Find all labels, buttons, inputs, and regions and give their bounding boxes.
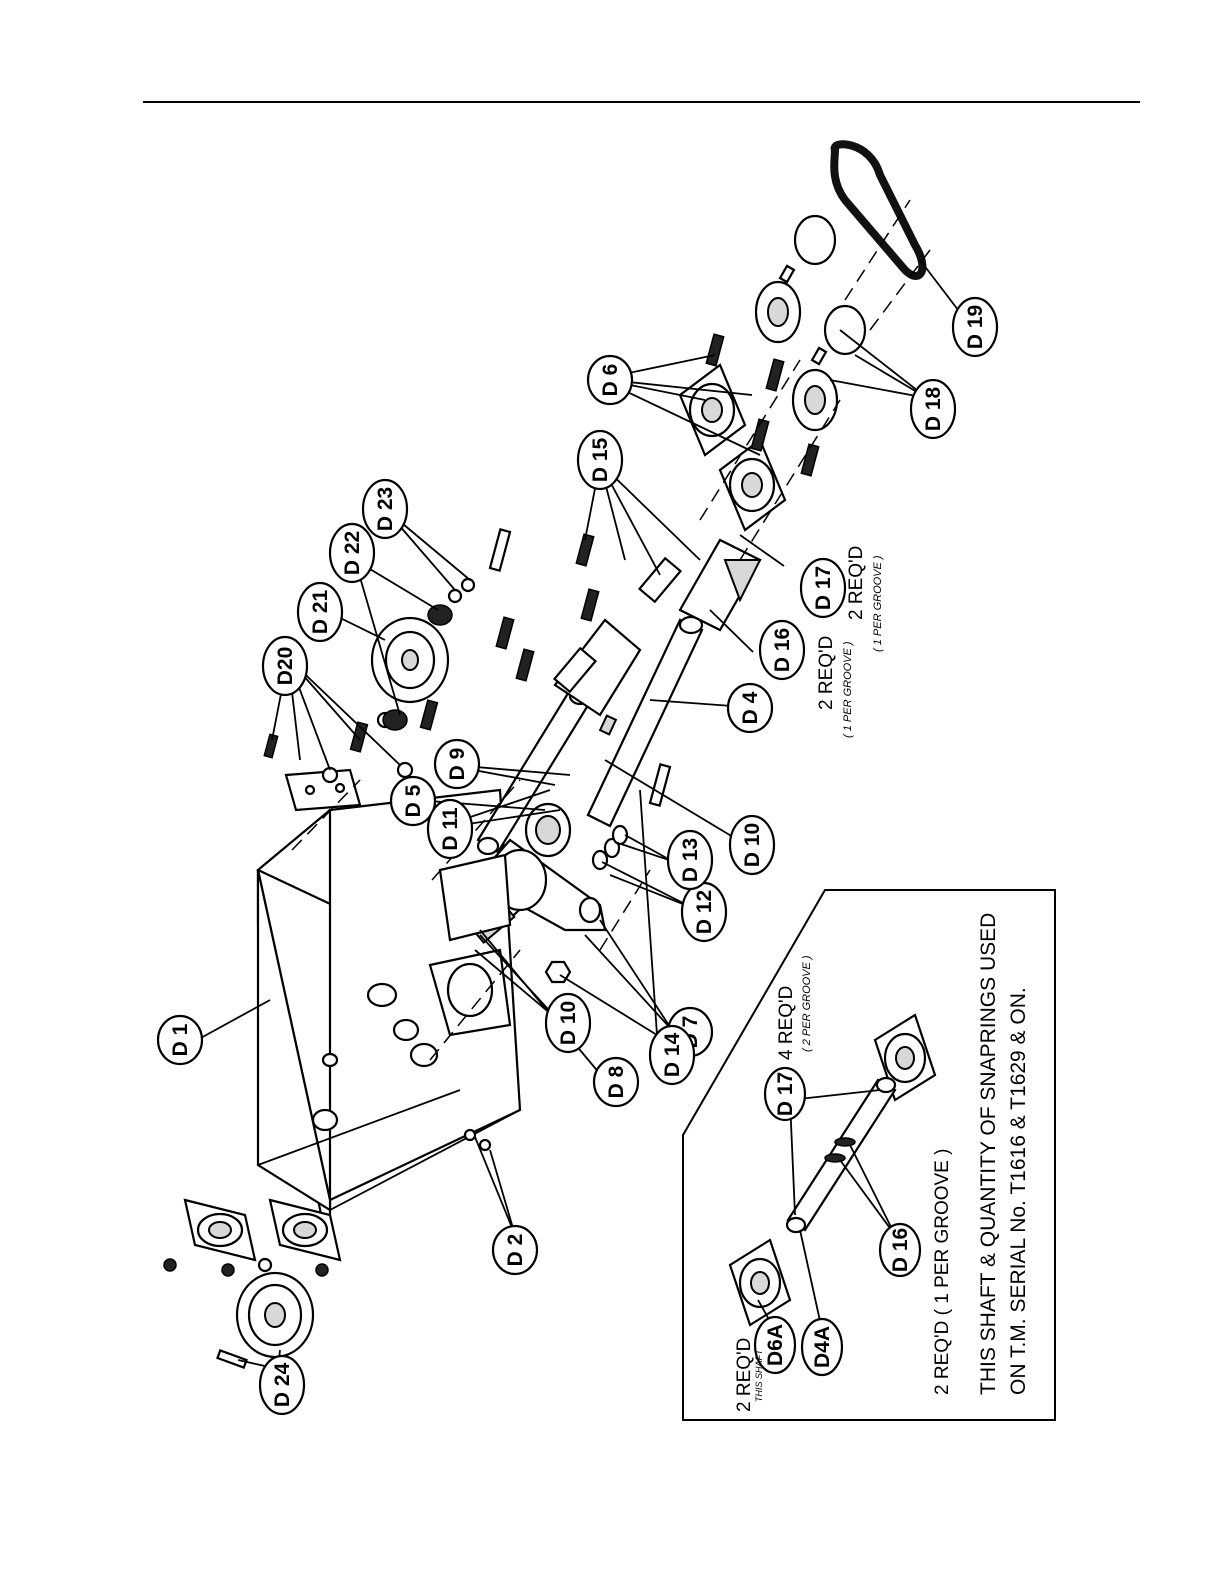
- pillow-block-d10: [428, 853, 512, 1037]
- inset-d6a-qty: 2 REQ'D: [734, 1338, 755, 1412]
- callout-d4: D 4: [726, 682, 774, 734]
- timing-pulley-d18-upper: [754, 214, 837, 366]
- svg-text:D 10: D 10: [741, 823, 764, 867]
- d16-qty-sub: ( 1 PER GROOVE ): [842, 641, 854, 738]
- svg-text:D 12: D 12: [693, 890, 716, 934]
- callout-d11: D 11: [426, 798, 474, 860]
- svg-text:D 10: D 10: [557, 1001, 580, 1045]
- svg-text:D 24: D 24: [271, 1363, 294, 1408]
- flange-bearing-d6-upper: [678, 333, 820, 477]
- callout-d14: D 14: [648, 1024, 696, 1086]
- callout-d5: D 5: [389, 775, 437, 827]
- pillow-block-d15-upper: [495, 616, 642, 717]
- inset-d17-sub: ( 2 PER GROOVE ): [801, 955, 813, 1052]
- inset-d6a-sub: THIS SHAFT: [754, 1348, 764, 1402]
- callout-d23: D 23: [361, 478, 409, 540]
- svg-text:D 18: D 18: [922, 387, 945, 432]
- callout-d24: D 24: [258, 1354, 306, 1416]
- svg-text:D 23: D 23: [374, 487, 397, 531]
- callout-d15: D 15: [576, 429, 624, 491]
- callout-d6a: D6A: [753, 1315, 797, 1375]
- svg-text:D 11: D 11: [439, 807, 462, 851]
- callout-d19: D 19: [951, 296, 999, 358]
- svg-text:D 17: D 17: [812, 566, 835, 610]
- svg-text:D 22: D 22: [341, 531, 364, 575]
- callout-d13: D 13: [666, 829, 714, 891]
- svg-text:D 19: D 19: [964, 305, 987, 349]
- callout-d18: D 18: [909, 378, 957, 440]
- callout-d1: D 1: [156, 1014, 204, 1066]
- callout-d21: D 21: [296, 581, 344, 643]
- callout-d17-inset: D 17: [763, 1066, 807, 1122]
- bearing-block-d24-upper: [183, 1198, 257, 1262]
- inset-panel: D6A D4A D 17 D 16 2 REQ'D THIS SHAFT 4 R…: [682, 889, 1056, 1421]
- callout-d10b: D 10: [728, 814, 776, 876]
- callout-d9: D 9: [433, 738, 481, 790]
- top-rule: [143, 101, 1140, 103]
- svg-text:D 21: D 21: [309, 590, 332, 635]
- svg-text:D 16: D 16: [889, 1228, 912, 1272]
- callout-d16-inset: D 16: [878, 1222, 922, 1278]
- svg-text:D 1: D 1: [169, 1023, 192, 1056]
- svg-text:D 14: D 14: [661, 1033, 684, 1078]
- d16-qty-note: 2 REQ'D: [816, 636, 837, 710]
- inset-flange-bearing-left: [728, 1238, 792, 1327]
- svg-text:D 2: D 2: [504, 1234, 527, 1267]
- pulley-d24: [235, 1271, 315, 1359]
- callout-d2: D 2: [491, 1224, 539, 1276]
- svg-text:D 5: D 5: [402, 784, 425, 817]
- flange-bearing-d6-lower: [718, 438, 787, 532]
- leader-lines: [187, 259, 969, 1370]
- svg-text:D 13: D 13: [679, 838, 702, 882]
- svg-text:D6A: D6A: [764, 1324, 787, 1366]
- svg-text:D4A: D4A: [811, 1326, 834, 1368]
- callout-d4a: D4A: [800, 1317, 844, 1377]
- pillow-block-d15-lower: [575, 533, 762, 632]
- bearing-block-d24-lower: [268, 1198, 342, 1262]
- timing-belt-d19: [830, 140, 927, 280]
- callout-bubbles: D 1 D 2 D 4 D 5 D 6 D 7 D 8 D 9 D 10 D 1…: [156, 296, 999, 1416]
- inset-d16-qty: 2 REQ'D ( 1 PER GROOVE ): [932, 1149, 953, 1395]
- svg-text:D 4: D 4: [739, 691, 762, 724]
- fasteners-d24: [163, 1257, 329, 1369]
- assembly-centerlines: [291, 199, 931, 1061]
- inset-d17-qty: 4 REQ'D: [776, 986, 797, 1060]
- bushings-d12-d13: [591, 763, 672, 871]
- inset-caption-line-2: ON T.M. SERIAL No. T1616 & T1629 & ON.: [1007, 987, 1030, 1395]
- callout-d20: D20: [261, 635, 309, 697]
- svg-text:D 9: D 9: [446, 748, 469, 781]
- inset-caption-line-1: THIS SHAFT & QUANTITY OF SNAPRINGS USED: [977, 913, 1000, 1395]
- callout-d8: D 8: [592, 1056, 640, 1108]
- svg-text:D 17: D 17: [774, 1072, 797, 1116]
- qty-notes: 2 REQ'D ( 1 PER GROOVE ) 2 REQ'D ( 1 PER…: [816, 546, 884, 738]
- inset-shaft-d4a: [785, 1076, 897, 1234]
- d17-qty-note: 2 REQ'D: [846, 546, 867, 620]
- callout-d22: D 22: [328, 522, 376, 584]
- d17-qty-sub: ( 1 PER GROOVE ): [872, 555, 884, 652]
- svg-text:D20: D20: [274, 647, 297, 686]
- bearing-d22: [382, 528, 512, 731]
- shaft-d4: [586, 615, 704, 828]
- svg-text:D 16: D 16: [771, 628, 794, 672]
- callout-d6: D 6: [586, 354, 634, 406]
- callout-d16: D 16: [758, 619, 806, 681]
- callout-d10a: D 10: [544, 992, 592, 1054]
- svg-text:D 8: D 8: [605, 1065, 628, 1098]
- timing-pulley-d18-lower: [791, 304, 867, 432]
- callout-d12: D 12: [680, 881, 728, 943]
- svg-text:D 6: D 6: [599, 364, 622, 397]
- svg-text:D 15: D 15: [589, 438, 612, 483]
- callout-d17: D 17: [799, 557, 847, 619]
